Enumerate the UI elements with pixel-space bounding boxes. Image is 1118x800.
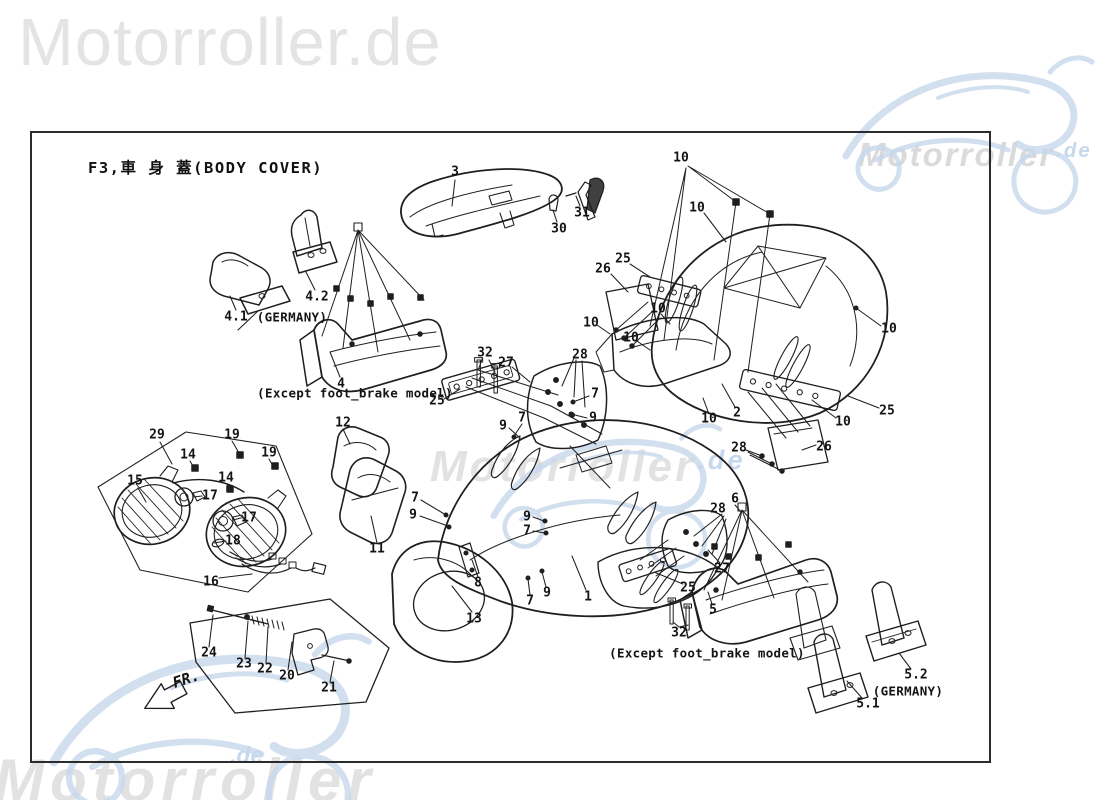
part-label: 30 bbox=[551, 221, 567, 237]
part-label: 11 bbox=[369, 541, 385, 557]
headlight-assembly bbox=[97, 431, 327, 593]
part-label: 9 bbox=[499, 418, 507, 434]
part-label: 28 bbox=[572, 347, 588, 363]
part-label: 7 bbox=[523, 523, 531, 539]
part-label: 2 bbox=[733, 405, 741, 421]
part-label: 28 bbox=[710, 501, 726, 517]
part-label: 10 bbox=[623, 330, 639, 346]
part-label: 5 bbox=[709, 602, 717, 618]
part-label: 26 bbox=[816, 439, 832, 455]
part-label: 10 bbox=[650, 301, 666, 317]
fr-direction-arrow bbox=[144, 680, 188, 710]
strip-plate-right bbox=[738, 368, 842, 474]
part-label: 16 bbox=[203, 574, 219, 590]
part-label: 1 bbox=[584, 589, 592, 605]
part-label: 7 bbox=[526, 593, 534, 609]
part-label: 25 bbox=[680, 580, 696, 596]
part-label: 26 bbox=[595, 261, 611, 277]
part-label: FR. bbox=[170, 666, 202, 692]
part-label: 32 bbox=[477, 345, 493, 361]
part-label: 7 bbox=[411, 490, 419, 506]
part-label: 31 bbox=[574, 205, 590, 221]
part-label: 19 bbox=[261, 445, 277, 461]
part-label: 10 bbox=[881, 321, 897, 337]
part-label: 10 bbox=[689, 200, 705, 216]
part-label: 32 bbox=[671, 625, 687, 641]
part-label: 4.2 bbox=[305, 289, 329, 305]
main-body-cover bbox=[437, 419, 750, 618]
footboard-right-assembly bbox=[618, 502, 839, 645]
part-label: 4.1 bbox=[224, 309, 248, 325]
part-label: 6 bbox=[731, 491, 739, 507]
leader-lines bbox=[137, 179, 912, 699]
part-label: 5.1 bbox=[856, 696, 880, 712]
part-label: 14 bbox=[218, 470, 234, 486]
floorboard-left-assembly bbox=[299, 222, 448, 393]
front-fender-wedges bbox=[330, 426, 407, 545]
strip-plate-topright bbox=[605, 275, 702, 349]
part-label: 10 bbox=[673, 150, 689, 166]
part-label: 17 bbox=[241, 510, 257, 526]
part-label: 18 bbox=[225, 533, 241, 549]
part-label: 25 bbox=[879, 403, 895, 419]
part-label: 22 bbox=[257, 661, 273, 677]
center-hardware bbox=[441, 357, 608, 450]
part-label: 9 bbox=[409, 507, 417, 523]
annotation-label: (Except foot_brake model) bbox=[609, 645, 805, 661]
part-label: 21 bbox=[321, 680, 337, 696]
annotation-label: (GERMANY) bbox=[256, 309, 328, 325]
bracket-4-2 bbox=[290, 209, 338, 274]
front-cover bbox=[391, 540, 514, 663]
diagram-frame bbox=[30, 131, 991, 763]
watermark-motorroller-center: Motorroller.de bbox=[430, 442, 746, 492]
part-label: 12 bbox=[335, 415, 351, 431]
part-label: 15 bbox=[127, 473, 143, 489]
part-label: 9 bbox=[523, 509, 531, 525]
annotation-label: (Except foot_brake model) bbox=[257, 385, 453, 401]
seat-latch-parts bbox=[548, 177, 605, 221]
part-label: 24 bbox=[201, 645, 217, 661]
part-label: 17 bbox=[202, 488, 218, 504]
part-label: 28 bbox=[731, 440, 747, 456]
part-label: 29 bbox=[149, 427, 165, 443]
part-label: 25 bbox=[429, 393, 445, 409]
part-label: 9 bbox=[543, 585, 551, 601]
part-label: 10 bbox=[583, 315, 599, 331]
part-label: 27 bbox=[498, 355, 514, 371]
part-label: 20 bbox=[279, 668, 295, 684]
diagram-title: F3,車 身 蓋(BODY COVER) bbox=[88, 159, 324, 177]
watermark-motorroller-topleft: Motorroller.de bbox=[18, 5, 442, 80]
part-label: 23 bbox=[236, 656, 252, 672]
hardware-panel bbox=[189, 598, 390, 714]
mud-flaps-right bbox=[789, 581, 927, 714]
part-label: 10 bbox=[835, 414, 851, 430]
part-label: 13 bbox=[466, 611, 482, 627]
part-label: 27 bbox=[714, 561, 730, 577]
part-label: 8 bbox=[474, 575, 482, 591]
part-label: 14 bbox=[180, 447, 196, 463]
bracket-4-1 bbox=[209, 251, 291, 315]
part-label: 4 bbox=[337, 376, 345, 392]
part-label: 7 bbox=[518, 410, 526, 426]
part-label: 19 bbox=[224, 427, 240, 443]
watermark-text: Motorroller bbox=[430, 442, 696, 491]
part-label: 25 bbox=[615, 251, 631, 267]
part-label: 5.2 bbox=[904, 667, 928, 683]
part-label: 3 bbox=[451, 164, 459, 180]
seat-part bbox=[400, 168, 563, 238]
annotation-label: (GERMANY) bbox=[872, 683, 944, 699]
part-label: 9 bbox=[589, 410, 597, 426]
part-label: 10 bbox=[701, 411, 717, 427]
part-label: 7 bbox=[591, 386, 599, 402]
rear-fender-assembly bbox=[595, 165, 889, 424]
